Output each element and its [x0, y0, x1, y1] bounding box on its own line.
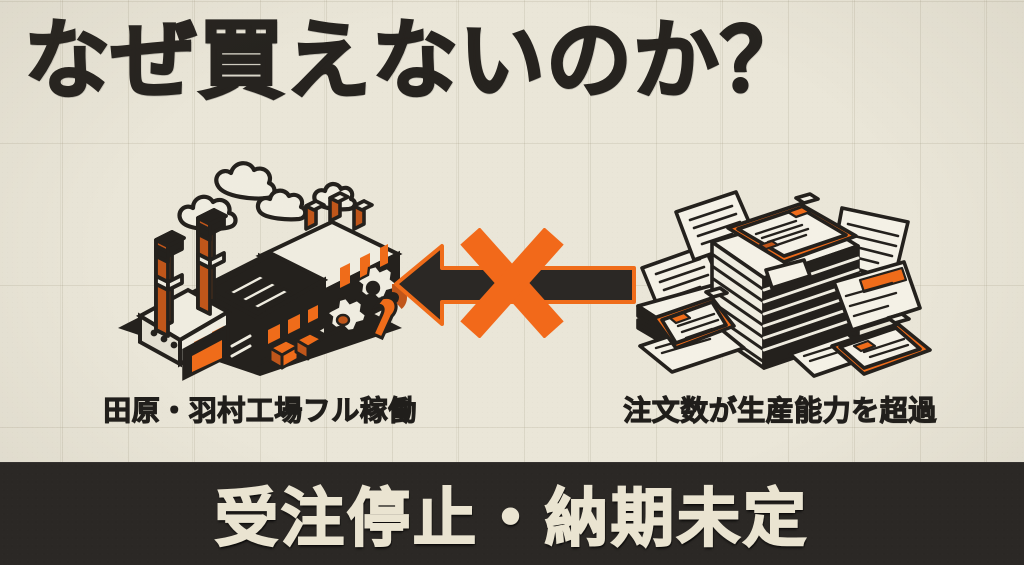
panel-orders: 注文数が生産能力を超過 [580, 150, 980, 429]
page-title: なぜ買えないのか？ [23, 13, 807, 109]
factory-icon [110, 150, 410, 385]
status-banner-text: 受注停止・納期未定 [214, 483, 809, 555]
blocked-flow-indicator [388, 227, 640, 339]
caption-factory: 田原・羽村工場フル稼働 [103, 394, 417, 426]
cross-x-icon [460, 227, 564, 339]
status-banner: 受注停止・納期未定 [0, 462, 1024, 565]
document-stack-icon [620, 150, 940, 385]
panel-factory: 田原・羽村工場フル稼働 [60, 150, 460, 429]
caption-orders: 注文数が生産能力を超過 [623, 394, 937, 426]
